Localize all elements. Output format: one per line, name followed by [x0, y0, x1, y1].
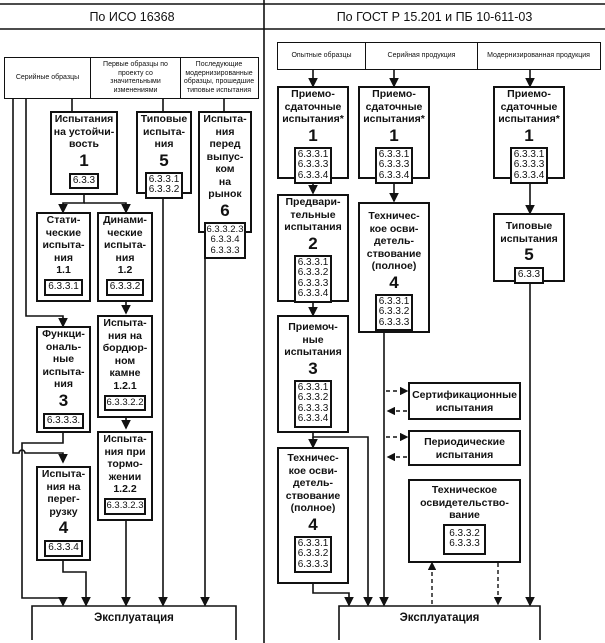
ref-functional: 6.3.3.3. [42, 412, 85, 429]
ref-tech-survey-prototypes: 6.3.3.1 6.3.3.2 6.3.3.3 [293, 535, 333, 573]
operation-right: Эксплуатация [399, 612, 480, 624]
box-acceptance-serial: Приемо- сдаточные испытания* 1 6.3.3.1 6… [358, 86, 430, 184]
box-preliminary-tests: Предвари- тельные испытания 2 6.3.3.1 6.… [277, 194, 349, 303]
ref-acceptance-serial: 6.3.3.1 6.3.3.3 6.3.3.4 [374, 146, 414, 184]
ref-pre-market: 6.3.3.2.3 6.3.3.4 6.3.3.3 [203, 221, 247, 259]
box-overload-tests: Испыта- ния на перег- рузку 4 6.3.3.4 [36, 466, 91, 561]
box-stability-tests: Испытания на устойчи- вость 1 6.3.3 [50, 111, 118, 195]
ref-tech-survey-modernized: 6.3.3.2 6.3.3.3 [443, 523, 486, 555]
ref-braking: 6.3.3.2.3 [103, 498, 147, 515]
ref-type-tests-right: 6.3.3 [513, 267, 545, 284]
box-static-tests: Стати- ческие испыта- ния 1.1 6.3.3.1 [36, 212, 91, 302]
source-serial-production: Серийная продукция [366, 43, 478, 69]
box-pre-market-tests: Испыта- ния перед выпус- ком на рынок 6 … [198, 111, 252, 259]
box-acceptance-prototypes: Приемо- сдаточные испытания* 1 6.3.3.1 6… [277, 86, 349, 184]
source-modernized-production: Модернизированная продукция [487, 51, 590, 59]
source-first-samples: Первые образцы по проекту со значительны… [91, 58, 181, 98]
left-panel-title: По ИСО 16368 [89, 10, 175, 24]
operation-box-right-frame [338, 605, 541, 640]
box-tech-survey-prototypes: Техничес- кое осви- детель- ствование (п… [277, 447, 349, 584]
box-acceptance-3: Приемоч- ные испытания 3 6.3.3.1 6.3.3.2… [277, 315, 349, 433]
source-prototypes: Опытные образцы [278, 43, 366, 69]
box-curb-tests: Испыта- ния на бордюр- ном камне 1.2.1 6… [97, 315, 153, 418]
ref-stability: 6.3.3 [68, 172, 100, 189]
ref-acceptance-3: 6.3.3.1 6.3.3.2 6.3.3.3 6.3.3.4 [293, 379, 333, 428]
box-periodic-tests: Периодические испытания [408, 430, 521, 466]
left-sources-row: Серийные образцы Первые образцы по проек… [4, 57, 259, 99]
operation-box-left-frame [31, 605, 237, 640]
right-sources-row: Опытные образцы Серийная продукция Модер… [277, 42, 601, 70]
box-tech-survey-serial: Техничес- кое осви- детель- ствование (п… [358, 202, 430, 333]
ref-acceptance-prototypes: 6.3.3.1 6.3.3.3 6.3.3.4 [293, 146, 333, 184]
box-functional-tests: Функци- ональ- ные испыта- ния 3 6.3.3.3… [36, 326, 91, 433]
box-braking-tests: Испыта- ния при тормо- жении 1.2.2 6.3.3… [97, 431, 153, 521]
box-certification-tests: Сертификационные испытания [408, 382, 521, 420]
source-modernized: Последующие модернизированные образцы, п… [183, 61, 255, 94]
box-tech-survey-modernized: Техническое освидетельство- вание 6.3.3.… [408, 479, 521, 563]
operation-left: Эксплуатация [94, 612, 174, 624]
box-type-tests-right: Типовые испытания 5 6.3.3 [493, 213, 565, 284]
ref-preliminary: 6.3.3.1 6.3.3.2 6.3.3.3 6.3.3.4 [293, 254, 333, 303]
ref-curb: 6.3.3.2.2 [103, 394, 147, 411]
ref-static: 6.3.3.1 [44, 279, 83, 296]
ref-overload: 6.3.3.4 [44, 540, 83, 557]
ref-dynamic: 6.3.3.2 [105, 279, 145, 296]
box-acceptance-modernized: Приемо- сдаточные испытания* 1 6.3.3.1 6… [493, 86, 565, 184]
box-dynamic-tests: Динами- ческие испыта- ния 1.2 6.3.3.2 [97, 212, 153, 302]
box-type-tests-left: Типовые испыта- ния 5 6.3.3.1 6.3.3.2 [136, 111, 192, 199]
ref-tech-survey-serial: 6.3.3.1 6.3.3.2 6.3.3.3 [374, 293, 414, 331]
right-panel-title: По ГОСТ Р 15.201 и ПБ 10-611-03 [336, 10, 533, 24]
source-serial: Серийные образцы [5, 58, 91, 98]
ref-type-tests-left: 6.3.3.1 6.3.3.2 [144, 171, 184, 199]
ref-acceptance-modernized: 6.3.3.1 6.3.3.3 6.3.3.4 [509, 146, 549, 184]
